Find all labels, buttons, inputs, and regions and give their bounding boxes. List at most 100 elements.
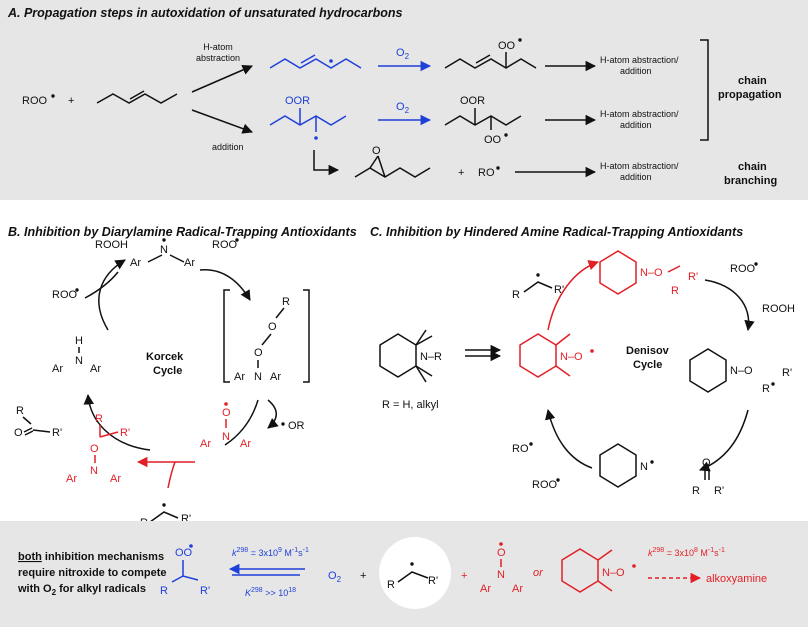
r-label: R	[95, 413, 103, 425]
n-label: N	[75, 355, 83, 367]
radical-dot	[51, 94, 55, 98]
radical-dot	[235, 238, 239, 242]
chain-label: chain	[738, 75, 767, 87]
nitroxide-ring	[519, 333, 557, 378]
cycle-arrow	[699, 409, 749, 472]
summary-line-2: require nitroxide to compete	[18, 567, 167, 579]
or-radical-label: OR	[288, 420, 305, 432]
summary-line-1: both inhibition mechanisms	[18, 551, 164, 563]
radical-dot	[650, 460, 654, 464]
cycle-name: Korcek	[146, 351, 184, 363]
o-label: O	[254, 347, 263, 359]
dialkyl-peroxyl	[444, 115, 522, 126]
piperidine-ring	[379, 333, 417, 378]
r-prime-label: R'	[554, 284, 564, 296]
allylic-radical	[269, 58, 362, 69]
n-o-link-label: N–O	[640, 267, 663, 279]
cycle-name: Cycle	[633, 359, 662, 371]
plus-sign: +	[360, 570, 366, 582]
radical-dot	[536, 273, 540, 277]
next-step-label: addition	[620, 120, 652, 130]
radical-dot	[75, 288, 79, 292]
n-o-label: N–O	[560, 351, 583, 363]
cycle-arrow	[199, 269, 251, 301]
o2-label: O2	[328, 570, 342, 584]
cycle-arrow	[545, 408, 593, 469]
next-step-label: addition	[620, 172, 652, 182]
r-prime-label: R'	[428, 575, 438, 587]
ro-label: RO	[512, 443, 529, 455]
ar-label: Ar	[52, 363, 63, 375]
radical-dot	[162, 503, 166, 507]
alkoxyamine-ring	[689, 348, 727, 393]
abstraction-label: abstraction	[196, 53, 240, 63]
cycle-arrow	[267, 399, 279, 429]
r-prime-label: R'	[52, 427, 62, 439]
r-prime-label: R'	[181, 513, 191, 525]
propagation-bracket	[700, 39, 709, 141]
o2-label: O2	[396, 101, 410, 115]
r-condition: R = H, alkyl	[382, 399, 439, 411]
r-label: R	[282, 296, 290, 308]
o-label: O	[497, 547, 506, 559]
oor-label: OOR	[460, 95, 485, 107]
cycle-arrow	[224, 399, 259, 446]
alkene-double-bond	[129, 90, 145, 100]
radical-dot	[496, 166, 500, 170]
r-label: R	[160, 585, 168, 597]
panel-b-title: B. Inhibition by Diarylamine Radical-Tra…	[8, 225, 357, 239]
cycle-name: Denisov	[626, 345, 670, 357]
cycle-arrow	[98, 259, 126, 331]
o-label: O	[222, 407, 231, 419]
r-prime-label: R'	[782, 367, 792, 379]
or-label: or	[533, 567, 544, 579]
r-prime-label: R'	[714, 485, 724, 497]
panel-c-title: C. Inhibition by Hindered Amine Radical-…	[370, 225, 743, 239]
alkyl-radical	[397, 571, 429, 583]
o-label: O	[268, 321, 277, 333]
radical-dot	[632, 564, 636, 568]
o2-label: O2	[396, 47, 410, 61]
r-label: R	[16, 405, 24, 417]
rooh-label: ROOH	[762, 303, 795, 315]
n-o-link-label: N–O	[730, 365, 753, 377]
ar-label: Ar	[90, 363, 101, 375]
ar-label: Ar	[270, 371, 281, 383]
r-prime-label: R'	[688, 271, 698, 283]
radical-dot	[590, 349, 594, 353]
plus-sign: +	[461, 570, 467, 582]
panel-a-title: A. Propagation steps in autoxidation of …	[7, 6, 403, 20]
radical-dot	[329, 59, 333, 63]
epoxide	[354, 167, 431, 178]
next-step-label: H-atom abstraction/	[600, 161, 679, 171]
next-step-label: H-atom abstraction/	[600, 55, 679, 65]
k-trap: k298 = 3x108 M-1s-1	[648, 547, 725, 558]
ar-label: Ar	[480, 583, 491, 595]
alkyl-radical	[269, 115, 347, 126]
alkoxyamine-ring	[599, 250, 637, 295]
r-label: R	[762, 383, 770, 395]
cycle-arrow	[547, 260, 599, 331]
ar-label: Ar	[110, 473, 121, 485]
h-label: H	[75, 335, 83, 347]
k-forward: k298 = 3x109 M-1s-1	[232, 547, 309, 558]
n-r-label: N–R	[420, 351, 442, 363]
summary-line-3: with O2 for alkyl radicals	[17, 583, 146, 597]
o-label: O	[14, 427, 23, 439]
radical-dot	[504, 133, 508, 137]
alkyl-radical	[523, 281, 553, 293]
alkyl-radical	[149, 511, 179, 523]
radical-dot	[189, 544, 193, 548]
radical-dot	[499, 542, 503, 546]
radical-dot	[771, 382, 775, 386]
radical-dot	[162, 238, 166, 242]
alkene-substrate	[96, 93, 178, 104]
rooh-label: ROOH	[95, 239, 128, 251]
aminyl-ring	[599, 443, 637, 488]
oo-label: OO	[484, 134, 502, 146]
chain-label: chain	[738, 161, 767, 173]
n-label: N	[160, 244, 168, 256]
roo-radical-label: ROO	[22, 95, 48, 107]
radical-dot	[281, 422, 285, 426]
